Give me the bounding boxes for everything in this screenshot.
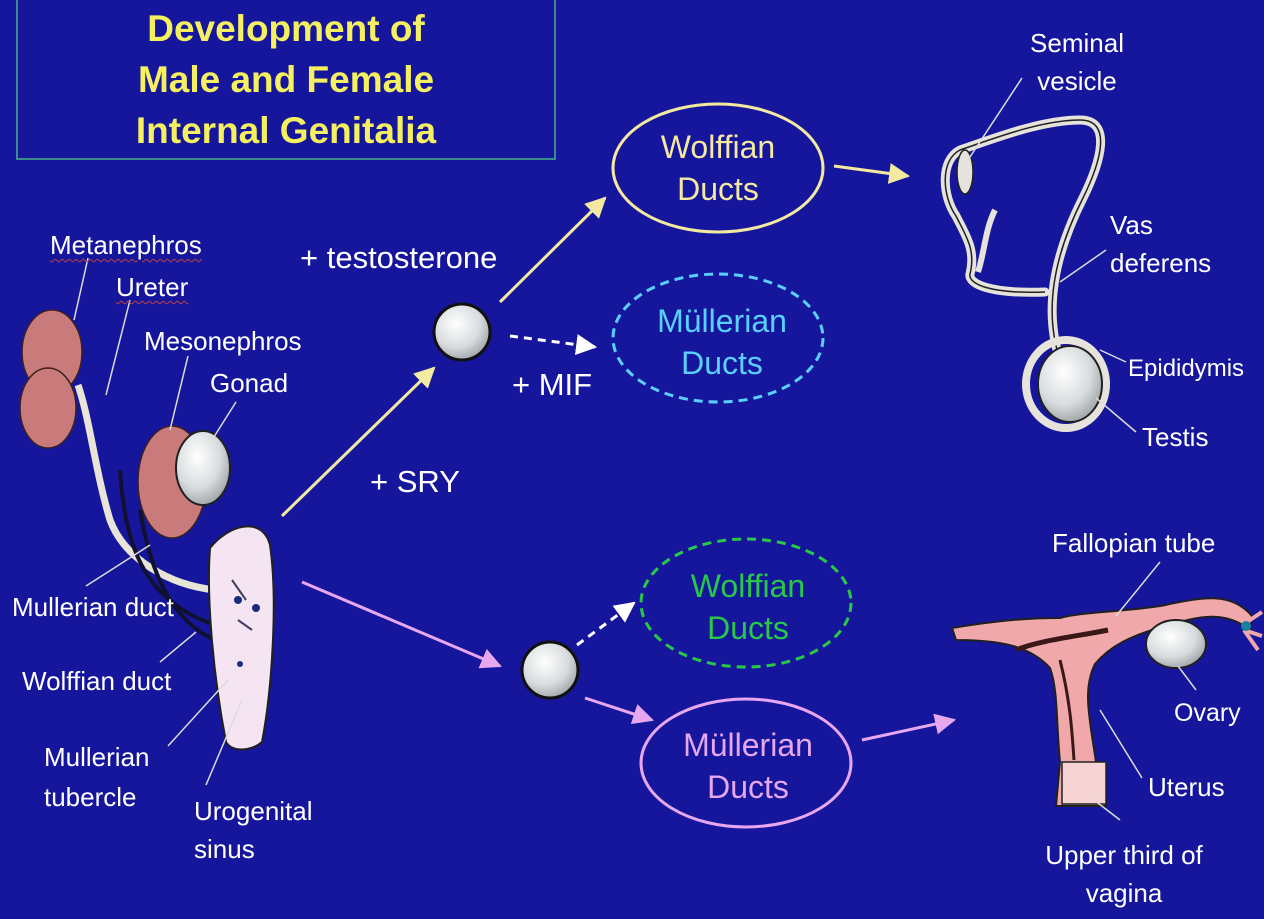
label-wolffian-duct: Wolffian duct xyxy=(22,664,171,698)
label-seminal-vesicle-1: Seminal xyxy=(1010,26,1144,60)
arrow-mullerian-to-female-tract xyxy=(862,720,954,740)
arrow-testosterone-to-wolffian xyxy=(500,198,605,302)
label-mesonephros: Mesonephros xyxy=(144,324,302,358)
label-gonad: Gonad xyxy=(210,366,288,400)
metanephros-kidney xyxy=(20,310,82,448)
label-testis: Testis xyxy=(1142,420,1208,454)
node-female-mullerian-line1: Müllerian xyxy=(648,724,848,766)
node-female-wolffian-line1: Wolffian xyxy=(648,565,848,607)
label-urogenital-sinus-2: sinus xyxy=(194,832,255,866)
node-female-wolffian: Wolffian Ducts xyxy=(648,565,848,649)
title-line-2: Male and Female xyxy=(138,54,434,105)
label-mif: + MIF xyxy=(512,368,592,402)
label-seminal-vesicle-2: vesicle xyxy=(1010,64,1144,98)
node-female-mullerian-line2: Ducts xyxy=(648,766,848,808)
label-epididymis: Epididymis xyxy=(1128,352,1244,386)
label-metanephros: Metanephros xyxy=(50,228,202,262)
arrow-to-female-gonad xyxy=(302,582,500,666)
arrow-wolffian-to-male-tract xyxy=(834,166,908,176)
gonad xyxy=(176,431,230,505)
label-ovary: Ovary xyxy=(1174,696,1241,730)
title-line-3: Internal Genitalia xyxy=(136,105,436,156)
male-tract-drawing xyxy=(945,120,1106,428)
label-fallopian-tube: Fallopian tube xyxy=(1052,526,1215,560)
label-upper-vagina-1: Upper third of xyxy=(1018,838,1230,872)
node-female-mullerian: Müllerian Ducts xyxy=(648,724,848,808)
label-vas-deferens-1: Vas xyxy=(1110,208,1153,242)
label-sry: + SRY xyxy=(370,465,460,499)
node-male-mullerian: Müllerian Ducts xyxy=(622,300,822,384)
arrow-mif-to-mullerian xyxy=(510,336,595,347)
title-line-1: Development of xyxy=(147,3,425,54)
label-ureter: Ureter xyxy=(116,270,188,304)
label-mullerian-tubercle-2: tubercle xyxy=(44,780,137,814)
arrow-female-gonad-to-wolffian xyxy=(577,603,634,645)
node-male-wolffian: Wolffian Ducts xyxy=(618,126,818,210)
male-gonad-circle xyxy=(434,304,490,360)
node-male-wolffian-line1: Wolffian xyxy=(618,126,818,168)
arrow-female-gonad-to-mullerian xyxy=(585,698,652,720)
label-testosterone: + testosterone xyxy=(300,241,497,275)
label-vas-deferens-2: deferens xyxy=(1110,246,1211,280)
node-male-mullerian-line2: Ducts xyxy=(622,342,822,384)
node-male-wolffian-line2: Ducts xyxy=(618,168,818,210)
label-mullerian-tubercle-1: Mullerian xyxy=(44,740,150,774)
female-gonad-circle xyxy=(522,642,578,698)
label-mullerian-duct: Mullerian duct xyxy=(12,590,174,624)
label-upper-vagina-2: vagina xyxy=(1018,876,1230,910)
title-box: Development of Male and Female Internal … xyxy=(16,0,556,160)
node-female-wolffian-line2: Ducts xyxy=(648,607,848,649)
label-urogenital-sinus-1: Urogenital xyxy=(194,794,313,828)
label-uterus: Uterus xyxy=(1148,770,1225,804)
node-male-mullerian-line1: Müllerian xyxy=(622,300,822,342)
urogenital-sinus-shape xyxy=(209,526,274,749)
